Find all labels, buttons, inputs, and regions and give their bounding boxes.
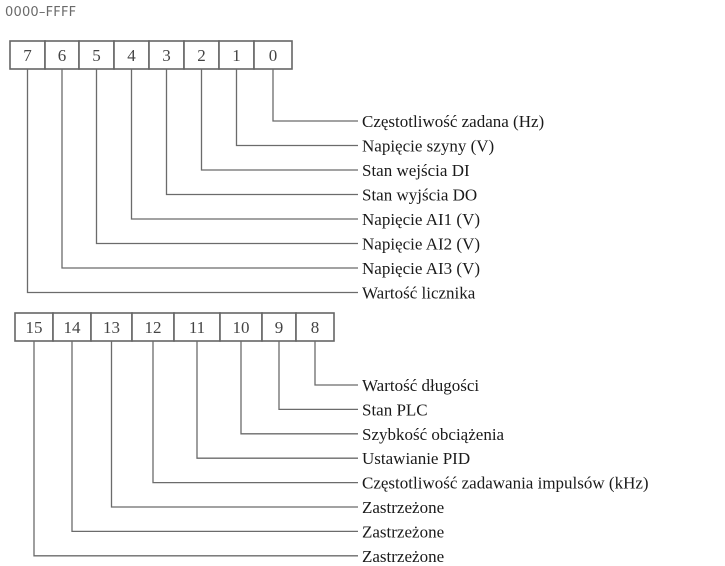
bit-number-6: 6	[58, 46, 67, 65]
leader-line-bit-10	[240, 341, 358, 435]
leader-line-bit-8	[314, 341, 358, 386]
leader-line-bit-12	[152, 341, 358, 484]
value-range-label: 0000–FFFF	[5, 5, 77, 20]
bit-number-3: 3	[162, 46, 171, 65]
bit-cell-9	[261, 312, 297, 342]
bit-number-15: 15	[26, 318, 43, 337]
bit-description-3: Stan wyjścia DO	[362, 186, 477, 205]
leader-line-bit-14	[71, 341, 358, 533]
bit-description-10: Szybkość obciążenia	[362, 425, 505, 444]
bit-description-4: Napięcie AI1 (V)	[362, 210, 480, 229]
bit-cell-8	[295, 312, 335, 342]
leader-line-bit-7	[26, 69, 358, 294]
bit-number-0: 0	[269, 46, 278, 65]
bit-number-7: 7	[23, 46, 32, 65]
bit-number-11: 11	[189, 318, 205, 337]
bit-number-13: 13	[103, 318, 120, 337]
leader-line-bit-15	[33, 341, 358, 557]
bit-number-14: 14	[64, 318, 82, 337]
leader-line-bit-5	[95, 69, 358, 245]
bit-cell-10	[219, 312, 263, 342]
leader-line-bit-13	[110, 341, 358, 508]
bit-number-8: 8	[311, 318, 320, 337]
bit-description-2: Stan wejścia DI	[362, 161, 470, 180]
bit-description-1: Napięcie szyny (V)	[362, 137, 494, 156]
leader-line-bit-9	[278, 341, 358, 411]
bit-description-7: Wartość licznika	[362, 284, 476, 303]
bit-number-4: 4	[127, 46, 136, 65]
bit-description-5: Napięcie AI2 (V)	[362, 235, 480, 254]
bit-description-11: Ustawianie PID	[362, 449, 470, 468]
bit-number-2: 2	[197, 46, 206, 65]
bit-description-9: Stan PLC	[362, 400, 428, 419]
leader-line-bit-11	[196, 341, 358, 459]
bit-cell-0	[253, 40, 293, 70]
bit-description-15: Zastrzeżone	[362, 547, 444, 566]
leader-line-bit-4	[130, 69, 358, 220]
bit-number-9: 9	[275, 318, 284, 337]
bit-cell-2	[183, 40, 220, 70]
bit-cell-11	[173, 312, 221, 342]
leader-line-bit-0	[272, 69, 358, 122]
bit-number-12: 12	[145, 318, 162, 337]
bit-number-10: 10	[233, 318, 250, 337]
bit-number-1: 1	[232, 46, 241, 65]
leader-line-bit-3	[165, 69, 358, 196]
bit-description-8: Wartość długości	[362, 376, 479, 395]
bit-number-5: 5	[92, 46, 101, 65]
leader-line-bit-6	[61, 69, 358, 269]
bit-description-13: Zastrzeżone	[362, 498, 444, 517]
bit-description-0: Częstotliwość zadana (Hz)	[362, 112, 544, 131]
bit-description-12: Częstotliwość zadawania impulsów (kHz)	[362, 474, 649, 493]
bit-description-14: Zastrzeżone	[362, 522, 444, 541]
bit-cell-13	[90, 312, 133, 342]
bit-cell-15	[14, 312, 54, 342]
leader-line-bit-2	[200, 69, 358, 171]
bit-description-6: Napięcie AI3 (V)	[362, 259, 480, 278]
bit-cell-1	[218, 40, 255, 70]
leader-line-bit-1	[235, 69, 358, 147]
